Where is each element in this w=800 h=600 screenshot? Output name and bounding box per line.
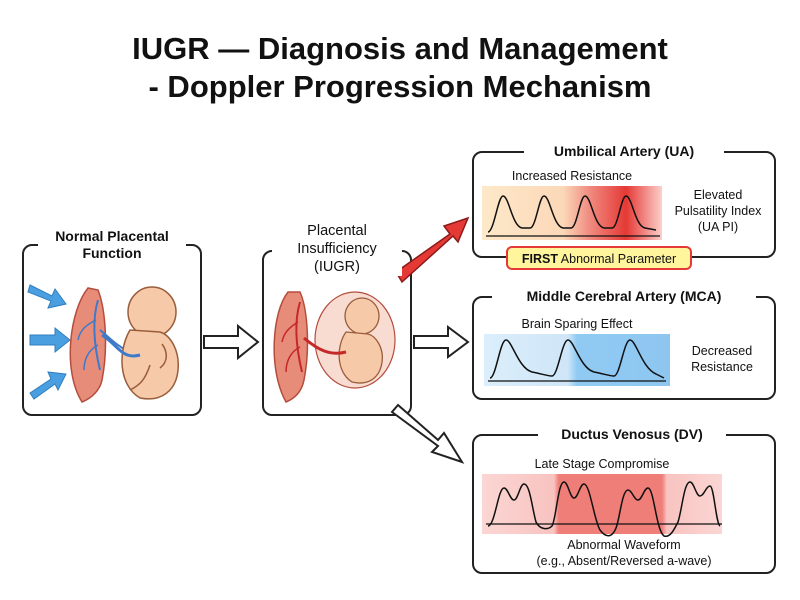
ua-title: Umbilical Artery (UA): [524, 143, 724, 160]
flow-arrow-icon: [394, 216, 470, 284]
ua-note-line-1: Elevated: [693, 188, 743, 202]
first-abnormal-badge: FIRST Abnormal Parameter: [507, 251, 691, 267]
flow-arrow-icon: [413, 325, 470, 359]
mca-subtitle: Brain Sparing Effect: [521, 317, 633, 331]
first-badge-rest: Abnormal Parameter: [558, 252, 677, 266]
page-title-line-2: - Doppler Progression Mechanism: [148, 69, 652, 104]
insufficiency-title: Placental Insufficiency (IUGR): [272, 222, 402, 276]
mca-waveform-background: [484, 334, 670, 386]
doppler-waveform-icon: [487, 195, 657, 233]
placenta-icon: [69, 287, 127, 403]
maternal-blood-flow-arrow-icon: [27, 284, 71, 400]
normal-title-line-2: Function: [82, 245, 142, 261]
dv-note-line-2: (e.g., Absent/Reversed a-wave): [536, 554, 712, 568]
placenta-icon: [273, 291, 309, 403]
ua-note-line-2: Pulsatility Index: [674, 204, 762, 218]
mca-note: Decreased Resistance: [672, 343, 772, 375]
flow-arrow-icon: [390, 403, 465, 464]
doppler-waveform-icon: [489, 339, 665, 379]
normal-placenta-title: Normal Placental Function: [38, 228, 186, 262]
ua-note: Elevated Pulsatility Index (UA PI): [666, 187, 770, 235]
doppler-waveform-icon: [487, 481, 721, 538]
flow-arrow-icon: [203, 323, 260, 361]
mca-note-line-2: Resistance: [691, 360, 753, 374]
insufficiency-title-line-1: Placental: [307, 223, 367, 239]
dv-title: Ductus Venosus (DV): [538, 426, 726, 443]
ua-note-line-3: (UA PI): [697, 220, 739, 234]
normal-title-line-1: Normal Placental: [55, 228, 169, 244]
fetus-icon: [338, 297, 383, 384]
mca-title: Middle Cerebral Artery (MCA): [492, 288, 756, 305]
dv-subtitle: Late Stage Compromise: [534, 457, 670, 471]
umbilical-cord-icon: [303, 336, 347, 355]
dv-waveform-background: [482, 474, 722, 534]
first-badge-bold: FIRST: [521, 252, 558, 266]
first-abnormal-badge-frame: [506, 246, 692, 270]
insufficiency-title-line-3: (IUGR): [314, 259, 360, 275]
dv-note-line-1: Abnormal Waveform: [567, 538, 681, 552]
mca-note-line-1: Decreased: [691, 344, 753, 358]
dv-note: Abnormal Waveform (e.g., Absent/Reversed…: [476, 537, 772, 569]
ua-subtitle: Increased Resistance: [511, 169, 633, 183]
insufficiency-title-line-2: Insufficiency: [297, 241, 377, 257]
umbilical-cord-icon: [101, 333, 141, 358]
fetus-icon: [121, 286, 179, 400]
page-title-line-1: IUGR — Diagnosis and Management: [132, 31, 668, 66]
